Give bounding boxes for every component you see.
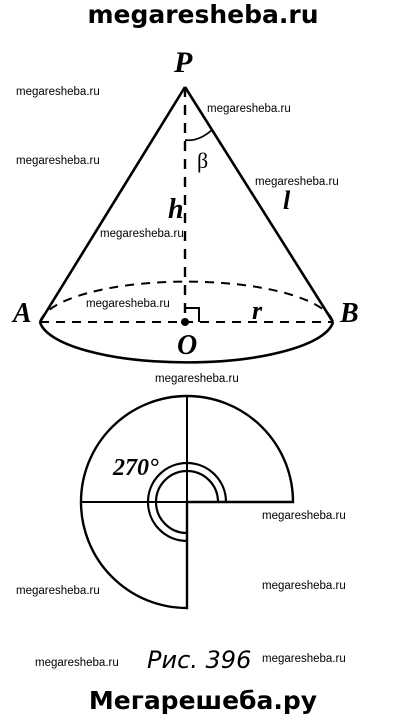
watermark: megaresheba.ru <box>262 653 346 665</box>
sector-outline <box>79 394 295 610</box>
base-front-arc <box>38 321 335 364</box>
watermark: megaresheba.ru <box>262 510 346 522</box>
generatrix-pb <box>183 86 335 323</box>
angle-beta-arc <box>184 129 213 142</box>
site-header: megaresheba.ru <box>87 0 319 29</box>
watermark: megaresheba.ru <box>16 155 100 167</box>
point-b-label: B <box>340 298 359 329</box>
point-a-label: A <box>13 298 32 329</box>
center-o-label: O <box>177 330 198 361</box>
watermark: megaresheba.ru <box>100 228 184 240</box>
height-h-label: h <box>168 194 184 225</box>
radius-r-label: r <box>252 296 263 325</box>
watermark: megaresheba.ru <box>86 298 170 310</box>
sector-angle-arc-inner <box>154 469 220 535</box>
watermark: megaresheba.ru <box>16 585 100 597</box>
figure-caption: Рис. 396 <box>147 646 252 674</box>
watermark: megaresheba.ru <box>35 657 119 669</box>
watermark: megaresheba.ru <box>16 86 100 98</box>
angle-beta-label: β <box>197 148 209 173</box>
center-point <box>181 318 189 326</box>
base-back-arc <box>39 280 334 323</box>
watermark: megaresheba.ru <box>155 373 239 385</box>
generatrix-pa <box>38 86 187 323</box>
watermark: megaresheba.ru <box>207 103 291 115</box>
watermark: megaresheba.ru <box>255 176 339 188</box>
site-footer: Мегарешеба.ру <box>88 686 318 715</box>
right-angle-mark <box>185 307 200 322</box>
watermark: megaresheba.ru <box>262 580 346 592</box>
apex-label: P <box>174 46 193 79</box>
sector-angle-label: 270° <box>113 455 159 481</box>
slant-l-label: l <box>283 186 291 215</box>
sector-angle-arc-outer <box>146 461 228 543</box>
